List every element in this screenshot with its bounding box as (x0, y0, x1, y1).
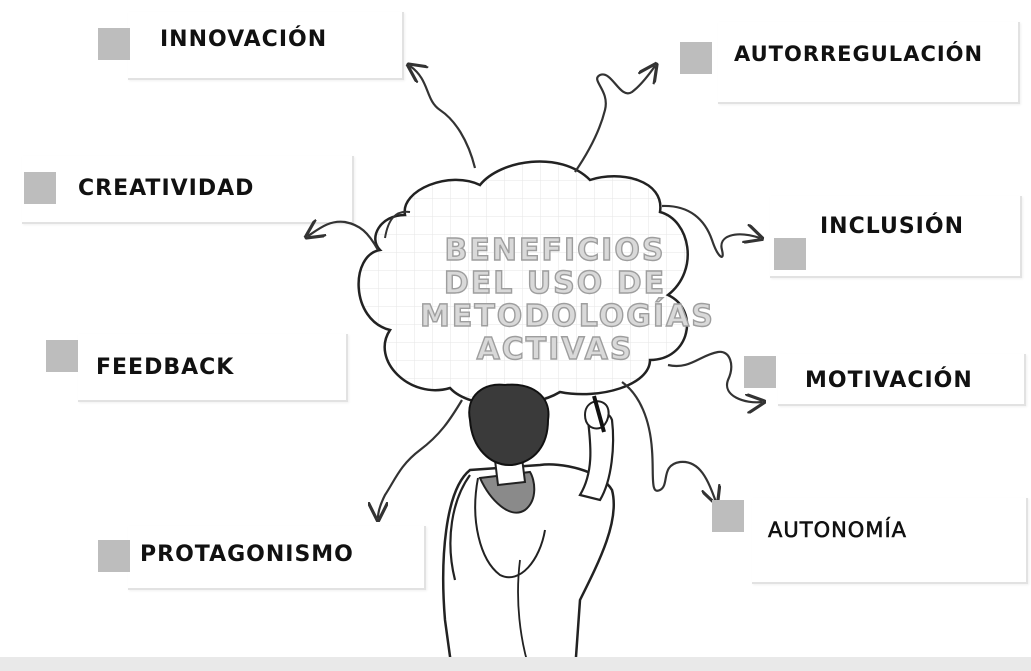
arrow-protagonismo (378, 399, 463, 518)
card-inclusion (770, 196, 1022, 278)
label-protagonismo: PROTAGONISMO (140, 542, 354, 567)
card-protagonismo (128, 526, 426, 590)
label-feedback: FEEDBACK (96, 355, 235, 380)
arrow-creatividad-extra (384, 210, 411, 239)
card-autonomia (752, 498, 1028, 584)
swatch-inclusion (774, 238, 806, 270)
arrow-innovacion (410, 66, 477, 169)
arrow-inclusion (661, 204, 760, 258)
swatch-innovacion (98, 28, 130, 60)
label-autorregulacion: AUTORREGULACIÓN (734, 42, 984, 66)
arrow-creatividad (308, 222, 379, 251)
swatch-motivacion (744, 356, 776, 388)
swatch-feedback (46, 340, 78, 372)
label-inclusion: INCLUSIÓN (820, 214, 964, 239)
card-innovacion (128, 12, 404, 80)
swatch-autonomia (712, 500, 744, 532)
label-innovacion: INNOVACIÓN (160, 27, 328, 52)
arrow-autonomia (621, 381, 716, 502)
thought-cloud (357, 160, 689, 407)
label-autonomia: AUTONOMÍA (768, 518, 908, 543)
person-drawing (442, 383, 616, 671)
cloud-title: BENEFICIOS DEL USO DE METODOLOGÍAS ACTIV… (419, 233, 715, 367)
swatch-autorregulacion (680, 42, 712, 74)
arrow-autorregulacion (574, 66, 655, 173)
label-creatividad: CREATIVIDAD (78, 176, 255, 201)
swatch-protagonismo (98, 540, 130, 572)
swatch-creatividad (24, 172, 56, 204)
card-autorregulacion (718, 22, 1020, 104)
bottom-band (0, 657, 1031, 671)
card-creatividad (22, 156, 354, 224)
card-feedback (78, 334, 348, 402)
card-motivacion (778, 354, 1026, 406)
arrow-motivacion (667, 350, 762, 402)
label-motivacion: MOTIVACIÓN (805, 368, 973, 393)
